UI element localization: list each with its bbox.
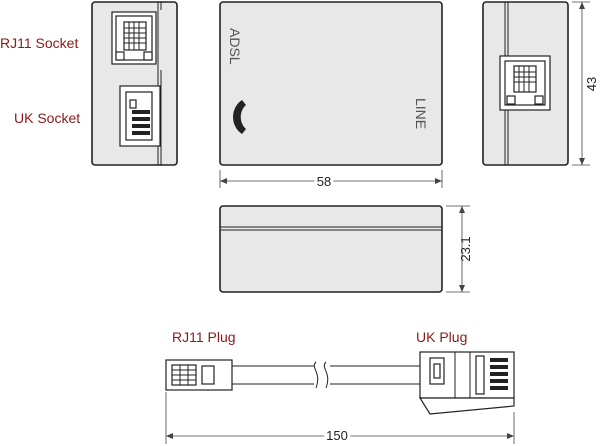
rj11-plug-icon: [165, 359, 233, 391]
uk-socket-label: UK Socket: [14, 110, 80, 126]
front-view: ADSL LINE 58: [219, 1, 443, 192]
rj11-socket-label: RJ11 Socket: [0, 35, 78, 51]
height-dimension: 43: [584, 77, 599, 91]
phone-handset-icon: [233, 100, 246, 134]
uk-plug-label: UK Plug: [416, 329, 467, 345]
adsl-label: ADSL: [227, 28, 243, 65]
rj11-socket-icon: [111, 11, 157, 65]
width-dimension: 58: [317, 174, 331, 189]
side-view-sockets: RJ11 Socket UK Socket: [0, 1, 178, 166]
cable-assembly: RJ11 Plug UK Plug: [165, 329, 515, 446]
line-label: LINE: [413, 98, 429, 129]
line-rj11-socket-icon: [499, 55, 551, 111]
cable-length-dimension: 150: [326, 428, 348, 443]
rj11-plug-label: RJ11 Plug: [172, 329, 236, 345]
uk-plug-icon: [418, 351, 515, 415]
cable-icon: [232, 361, 420, 389]
uk-socket-icon: [119, 85, 161, 147]
top-view: 23.1: [219, 205, 473, 293]
side-view-line: 43: [482, 1, 599, 166]
depth-dimension: 23.1: [458, 236, 473, 261]
